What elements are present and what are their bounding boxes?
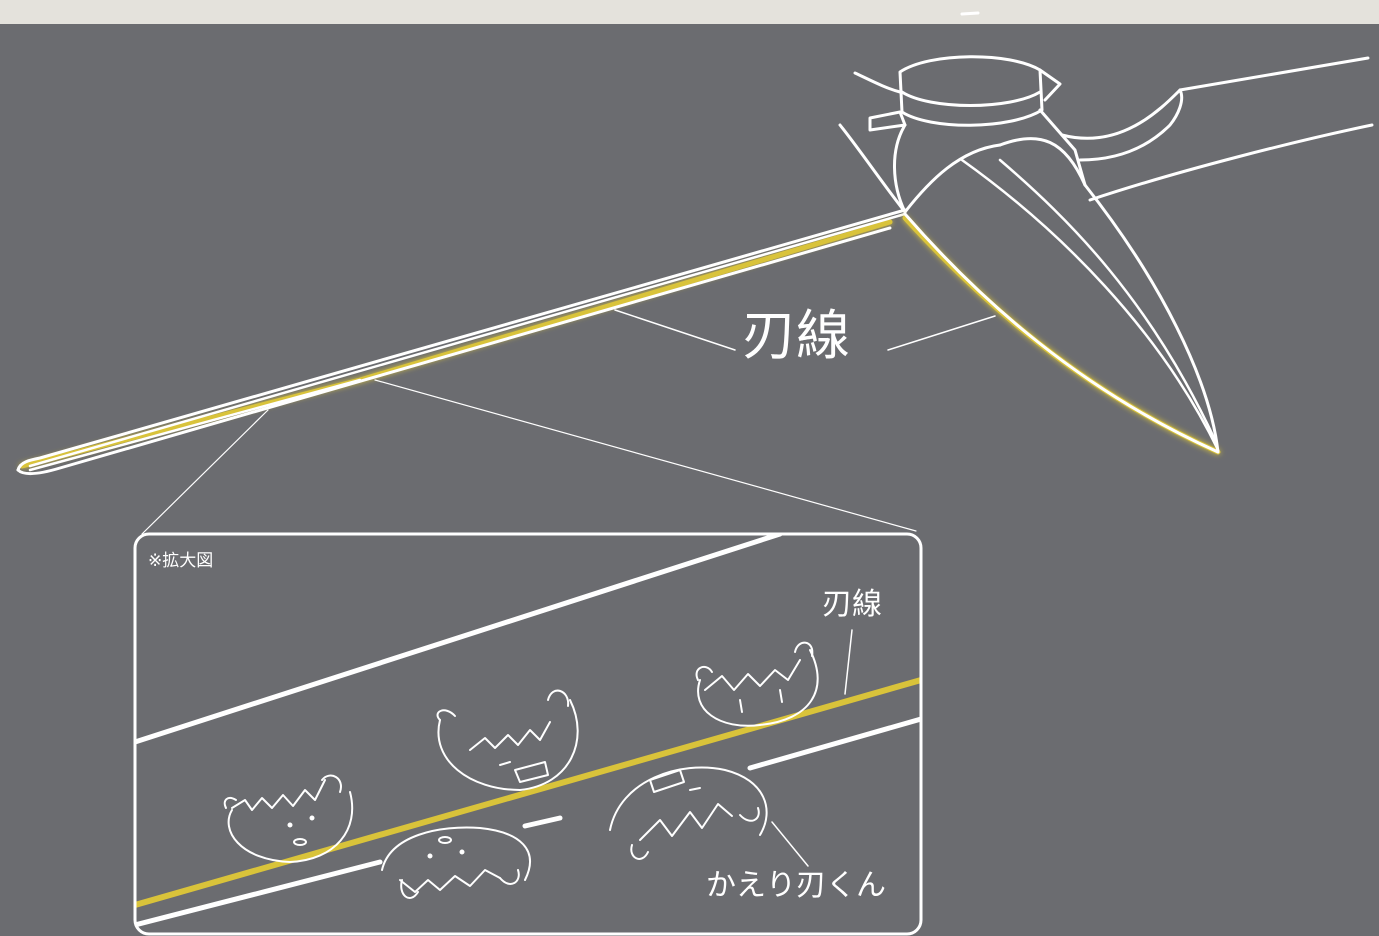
short-blade: [902, 158, 1221, 455]
burr-characters: [223, 641, 819, 899]
leader-line-right: [887, 315, 996, 351]
pivot-and-handles: [838, 55, 1374, 214]
burr-character-5: [609, 766, 768, 860]
long-blade: [16, 208, 907, 476]
edge-line-label-zoom: 刃線: [822, 587, 882, 622]
zoom-note: ※拡大図: [148, 551, 213, 571]
burr-leader: [771, 821, 809, 867]
burr-character-3: [695, 641, 819, 727]
burr-character-1: [223, 774, 354, 863]
paper-texture-strip: [0, 0, 1379, 24]
edge-line-label-main: 刃線: [742, 304, 850, 367]
zoom-connector-left: [141, 409, 269, 535]
zoom-connector-right: [374, 379, 917, 532]
burr-label: かえり刃くん: [706, 868, 886, 903]
top-mark: [960, 11, 980, 16]
burr-character-4: [381, 826, 531, 899]
burr-character-2: [436, 689, 579, 791]
zoom-edge-leader: [844, 629, 853, 695]
leader-line-left: [614, 309, 736, 351]
